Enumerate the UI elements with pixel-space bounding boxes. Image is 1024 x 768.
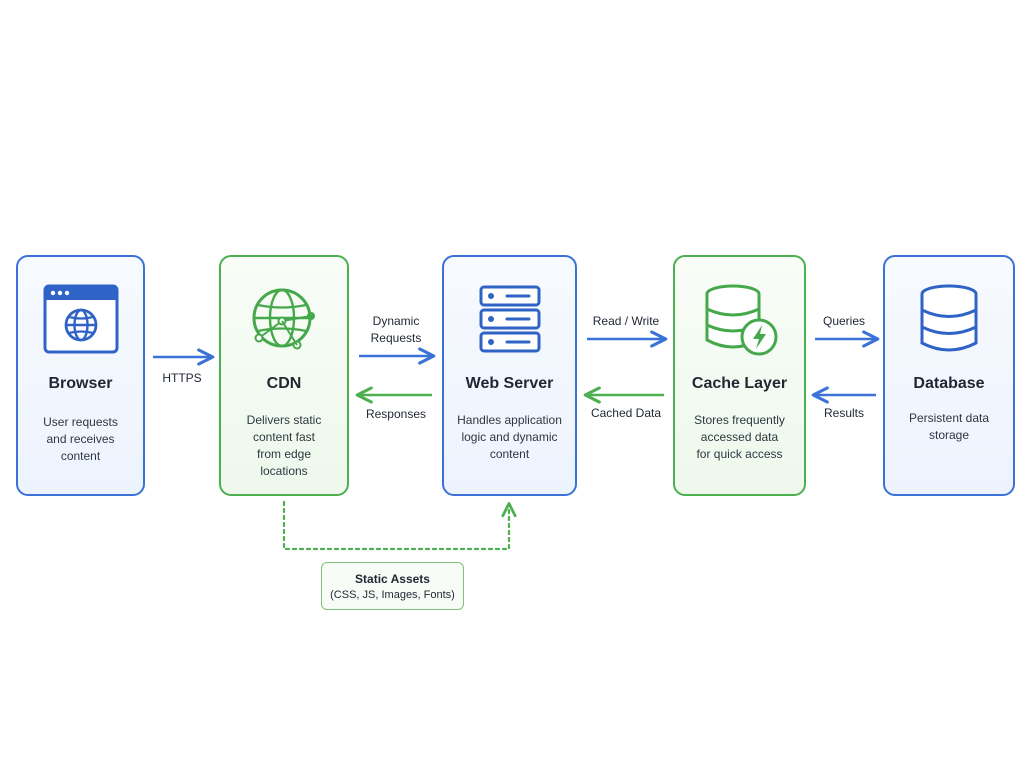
- cache-layer-node: Cache Layer Stores frequently accessed d…: [673, 255, 806, 496]
- database-icon: [920, 284, 978, 352]
- cache-layer-title: Cache Layer: [691, 375, 788, 392]
- edge-label-read-write: Read / Write: [592, 314, 660, 328]
- browser-description: User requests and receives content: [43, 415, 118, 463]
- edge-label-dynamic-requests: Dynamic Requests: [370, 314, 422, 345]
- cdn-node: CDN Delivers static content fast from ed…: [219, 255, 349, 496]
- static-assets-box: Static Assets (CSS, JS, Images, Fonts): [321, 562, 464, 610]
- browser-title: Browser: [48, 375, 113, 392]
- server-rack-icon: [479, 285, 540, 353]
- browser-node: Browser User requests and receives conte…: [16, 255, 145, 496]
- edge-label-https: HTTPS: [162, 371, 202, 385]
- static-assets-subtitle: (CSS, JS, Images, Fonts): [330, 589, 455, 601]
- edge-label-responses: Responses: [365, 407, 427, 421]
- network-globe-icon: [252, 288, 315, 350]
- web-server-title: Web Server: [465, 375, 554, 392]
- database-description: Persistent data storage: [908, 411, 990, 442]
- edge-label-cached-data: Cached Data: [590, 406, 662, 420]
- cdn-description: Delivers static content fast from edge l…: [246, 413, 322, 478]
- database-title: Database: [913, 375, 985, 392]
- browser-globe-icon: [43, 284, 118, 354]
- web-server-node: Web Server Handles application logic and…: [442, 255, 577, 496]
- cdn-title: CDN: [266, 375, 302, 392]
- web-server-description: Handles application logic and dynamic co…: [457, 413, 562, 461]
- database-bolt-icon: [705, 284, 777, 356]
- database-node: Database Persistent data storage: [883, 255, 1015, 496]
- edge-label-queries: Queries: [822, 314, 866, 328]
- static-assets-title: Static Assets: [355, 572, 430, 586]
- static-assets-path: [282, 500, 517, 551]
- edge-label-results: Results: [823, 406, 864, 420]
- cache-layer-description: Stores frequently accessed data for quic…: [694, 413, 785, 461]
